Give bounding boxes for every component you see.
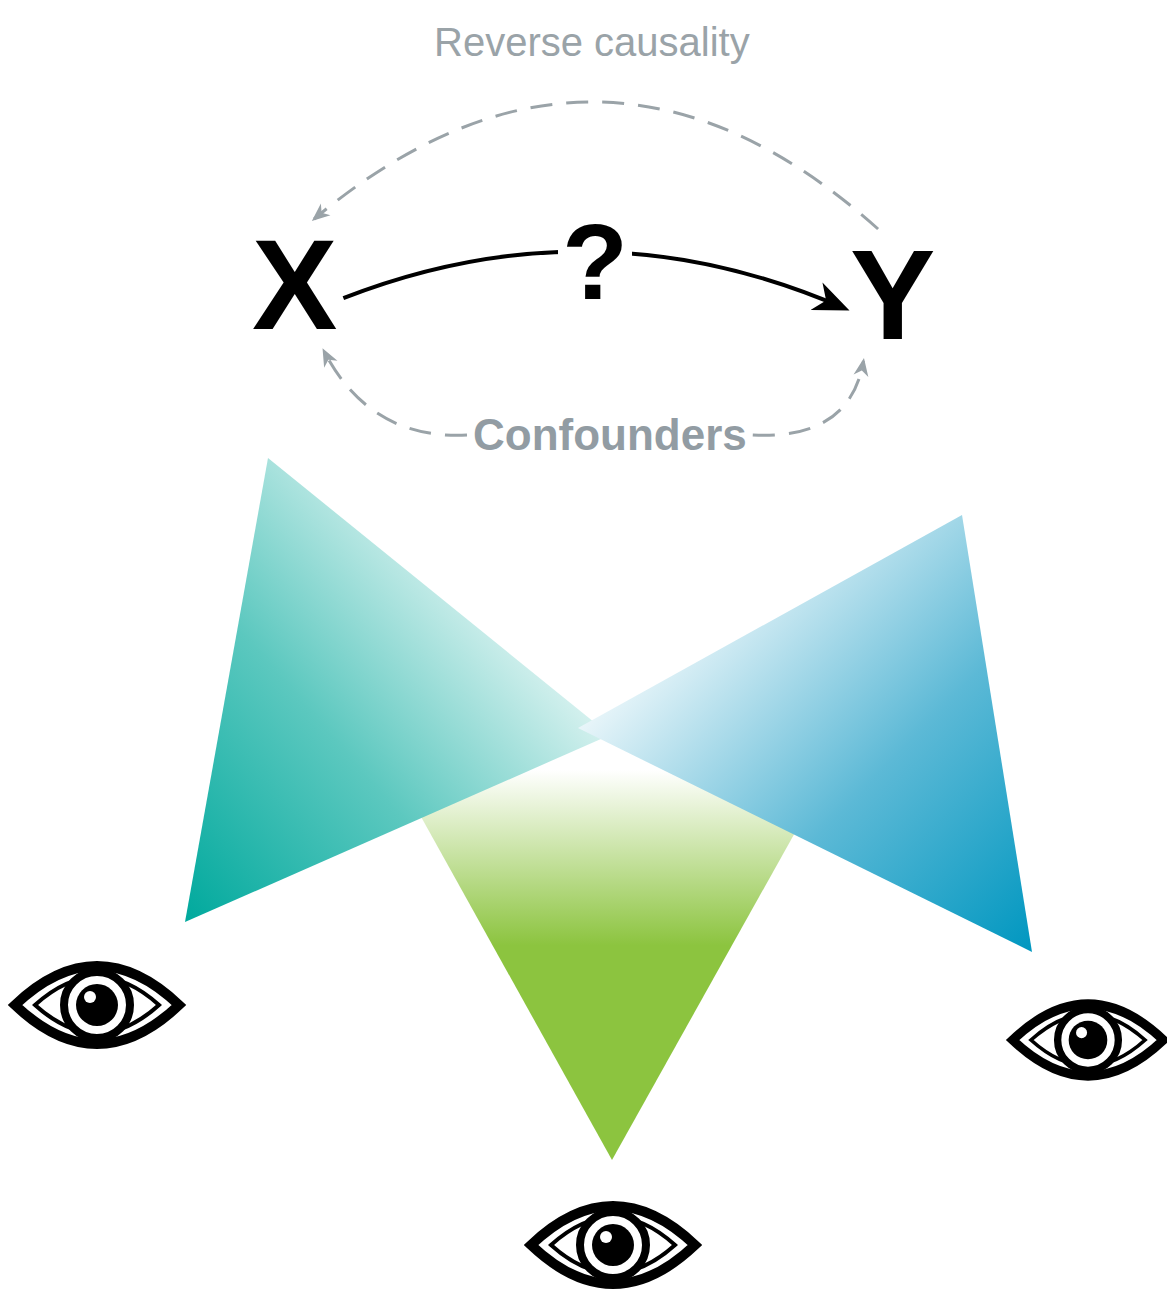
- edge-label-box: Reverse causality: [430, 22, 754, 62]
- view-cone: [578, 515, 1032, 952]
- question-mark: ?: [558, 201, 632, 322]
- variable-label: X: [252, 221, 337, 349]
- eye-icon: [531, 1206, 695, 1284]
- eye-icon: [15, 966, 179, 1044]
- view-cone: [395, 770, 830, 1160]
- dashed-arrow: [753, 361, 864, 435]
- text-node: Y: [844, 229, 941, 361]
- text-node: Confounders: [467, 411, 753, 459]
- text-node: X: [246, 219, 343, 351]
- edge-label: Reverse causality: [430, 20, 754, 64]
- eye-icon: [1013, 1004, 1164, 1076]
- dashed-arrow: [324, 351, 467, 435]
- confounder-label: Confounders: [473, 413, 747, 457]
- variable-label: Y: [850, 231, 935, 359]
- edge-label-box: ?: [558, 208, 632, 316]
- view-cone: [185, 458, 610, 922]
